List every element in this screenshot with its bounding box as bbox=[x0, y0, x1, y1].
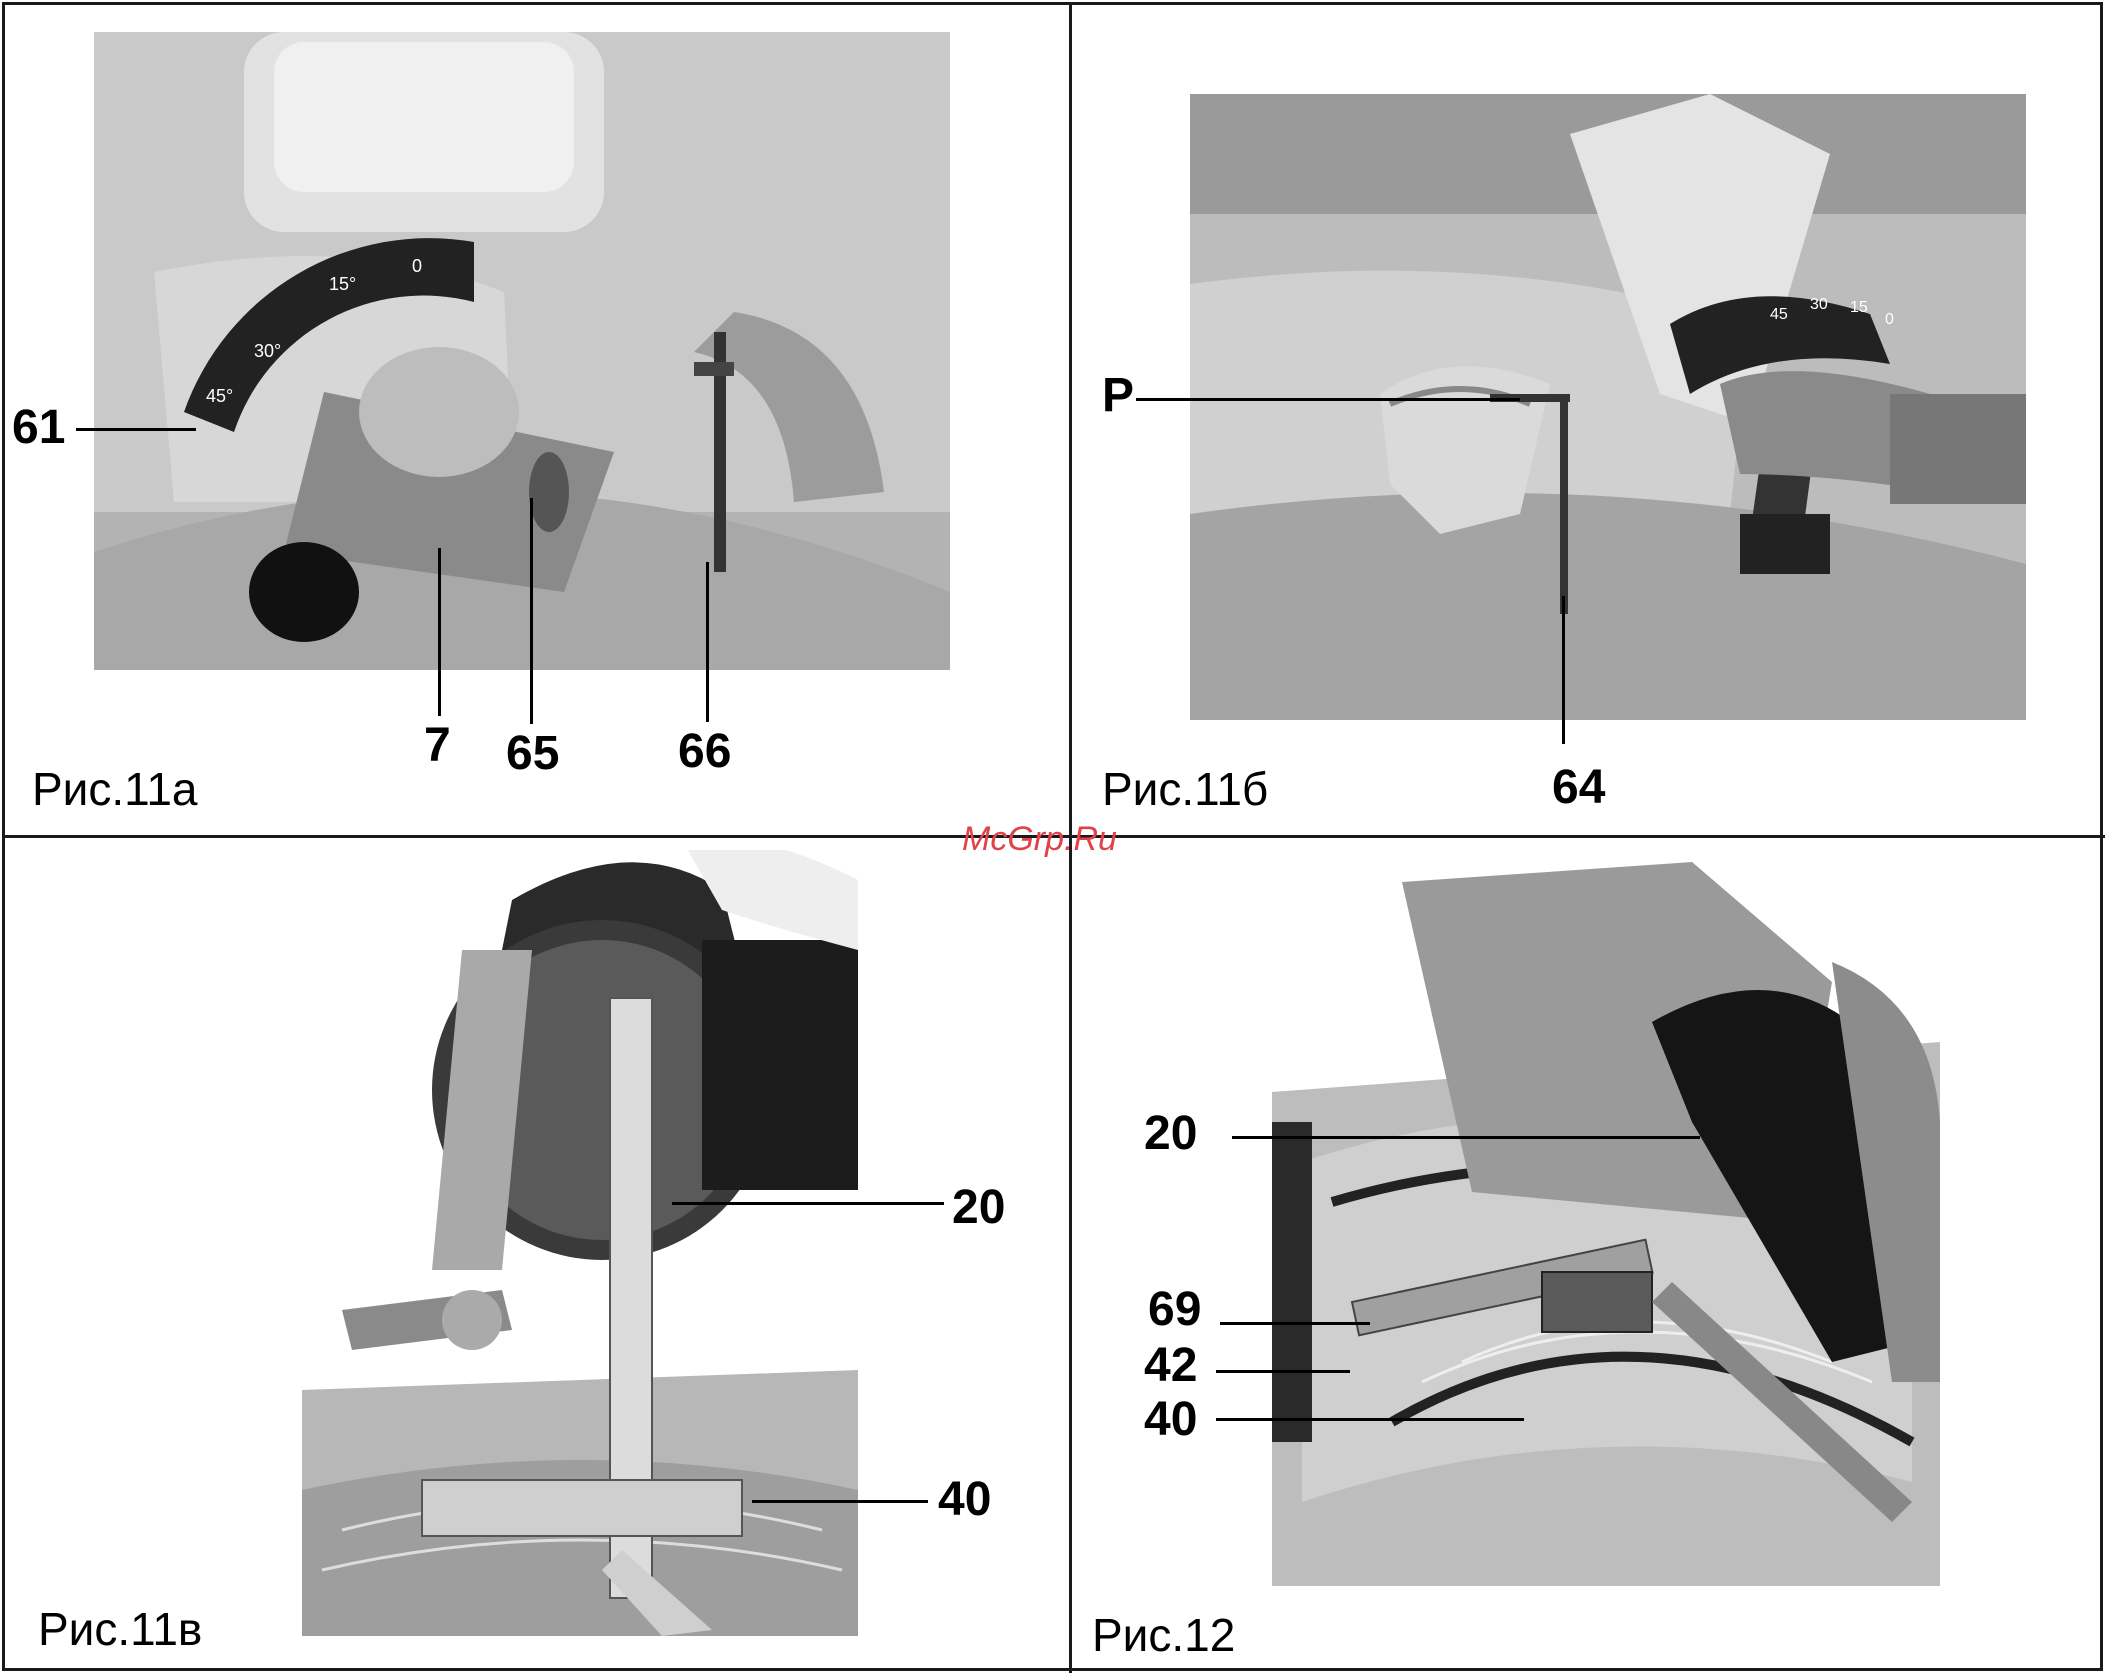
scale-label-0: 0 bbox=[412, 256, 422, 276]
leader-40 bbox=[1216, 1418, 1524, 1421]
scale-label-15: 15 bbox=[1850, 299, 1868, 316]
figure-11b-photo: 45 30 15 0 bbox=[1190, 94, 2026, 720]
figure-11v-caption: Рис.11в bbox=[38, 1606, 202, 1652]
leader-42 bbox=[1216, 1370, 1350, 1373]
scale-label-45: 45 bbox=[1770, 306, 1788, 323]
scale-label-15: 15° bbox=[329, 274, 356, 294]
figure-12-caption: Рис.12 bbox=[1092, 1612, 1235, 1658]
leader-61 bbox=[76, 428, 196, 431]
leader-20 bbox=[1232, 1136, 1700, 1139]
callout-61: 61 bbox=[12, 404, 65, 452]
figure-11v-photo bbox=[302, 850, 858, 1636]
callout-20: 20 bbox=[952, 1184, 1005, 1232]
callout-64: 64 bbox=[1552, 764, 1605, 812]
leader-40 bbox=[752, 1500, 928, 1503]
callout-69: 69 bbox=[1148, 1286, 1201, 1334]
callout-7: 7 bbox=[424, 722, 451, 770]
watermark: McGrp.Ru bbox=[962, 822, 1117, 856]
leader-7 bbox=[438, 548, 441, 716]
figure-11b-caption: Рис.11б bbox=[1102, 766, 1268, 812]
figure-11a-caption: Рис.11а bbox=[32, 766, 198, 812]
leader-66 bbox=[706, 562, 709, 722]
leader-P bbox=[1136, 398, 1520, 401]
scale-label-45: 45° bbox=[206, 386, 233, 406]
callout-42: 42 bbox=[1144, 1342, 1197, 1390]
scale-label-0: 0 bbox=[1885, 311, 1894, 328]
leader-20 bbox=[672, 1202, 944, 1205]
scale-label-30: 30° bbox=[254, 341, 281, 361]
leader-65 bbox=[530, 498, 533, 724]
callout-P: P bbox=[1102, 372, 1134, 420]
callout-40: 40 bbox=[1144, 1396, 1197, 1444]
callout-65: 65 bbox=[506, 730, 559, 778]
leader-64 bbox=[1562, 596, 1565, 744]
callout-20: 20 bbox=[1144, 1110, 1197, 1158]
callout-66: 66 bbox=[678, 728, 731, 776]
leader-69 bbox=[1220, 1322, 1370, 1325]
callout-40: 40 bbox=[938, 1476, 991, 1524]
scale-label-30: 30 bbox=[1810, 296, 1828, 313]
figure-12-photo bbox=[1272, 862, 1940, 1586]
figure-11a-photo: 45° 30° 15° 0 bbox=[94, 32, 950, 670]
